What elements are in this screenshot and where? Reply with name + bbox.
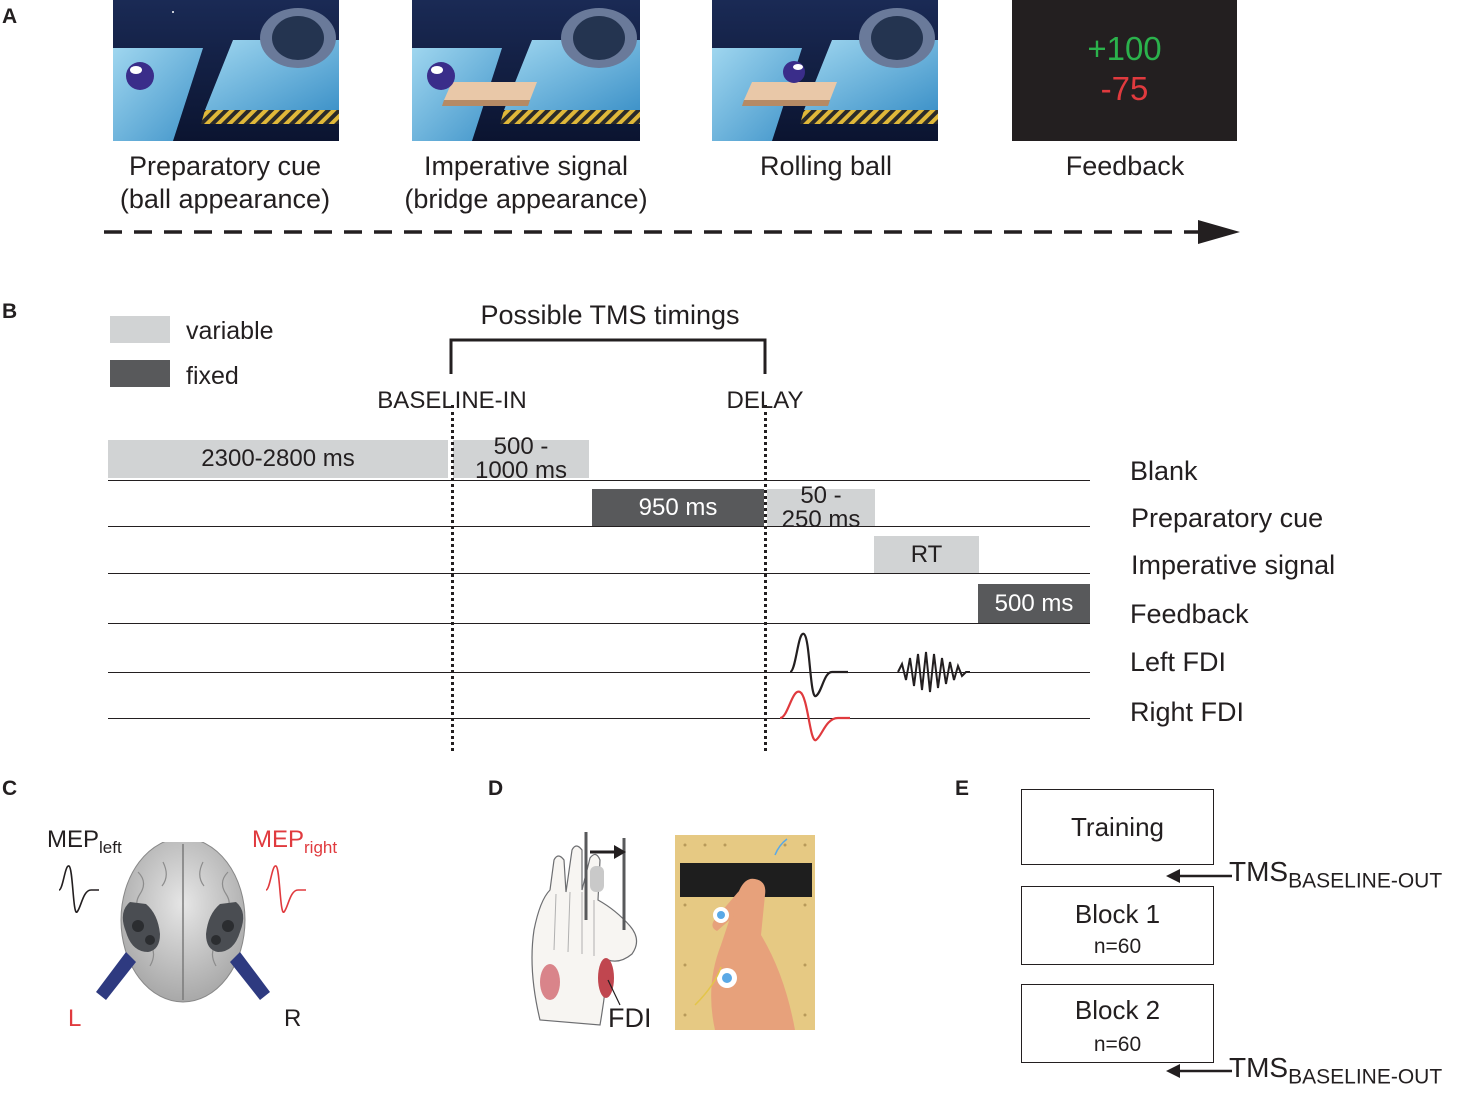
bar-text-line1: 500 - [493, 433, 549, 460]
panel-d-letter: D [488, 777, 504, 800]
block-1-n: n=60 [1093, 935, 1142, 958]
step-label-imperative-signal: Imperative signal (bridge appearance) [380, 150, 672, 216]
feedback-screen: +100 -75 [1012, 0, 1237, 141]
preparatory-cue-screen [113, 0, 339, 141]
tms-text: TMS [1229, 1052, 1289, 1083]
tms-subscript: BASELINE-OUT [1288, 869, 1443, 893]
step-label-line2: (bridge appearance) [404, 184, 648, 214]
row-line-preparatory [108, 526, 1090, 527]
row-label-preparatory-cue: Preparatory cue [1131, 503, 1324, 533]
block-2-n: n=60 [1093, 1033, 1142, 1056]
hemisphere-right-label: R [284, 1005, 302, 1032]
mep-right-text: MEP [252, 826, 305, 853]
row-line-left-fdi [108, 672, 1090, 673]
step-label-line2: (ball appearance) [119, 184, 331, 214]
bar-preparatory-fixed: 950 ms [592, 489, 764, 526]
delay-marker [764, 405, 767, 751]
block-1-box: Block 1 n=60 [1021, 886, 1214, 965]
hand-setup-photo [675, 835, 815, 1030]
step-label-line1: Imperative signal [423, 151, 629, 181]
row-label-feedback: Feedback [1130, 599, 1249, 629]
bar-text-line2: 1000 ms [474, 457, 568, 484]
block-2-box: Block 2 n=60 [1021, 984, 1214, 1063]
bar-blank-variable-2: 500 - 1000 ms [453, 435, 589, 483]
row-label-imperative-signal: Imperative signal [1131, 550, 1336, 580]
tms-arrow-2 [1166, 1064, 1232, 1078]
right-mep-trace [779, 690, 850, 742]
row-line-right-fdi [108, 718, 1090, 719]
mep-right-label: MEPright [252, 826, 337, 858]
panel-c-letter: C [2, 777, 18, 800]
emg-traces [779, 632, 970, 742]
imperative-signal-screen [412, 0, 640, 141]
legend-fixed-swatch [110, 360, 170, 387]
row-line-blank [108, 480, 1090, 481]
training-label: Training [1071, 812, 1164, 842]
mep-left-trace [58, 865, 99, 913]
bar-preparatory-variable: 50 - 250 ms [767, 483, 875, 531]
hemisphere-left-label: L [68, 1005, 82, 1032]
baseline-in-marker [451, 405, 454, 751]
brain-with-coils [96, 842, 270, 1003]
panel-a-letter: A [2, 5, 18, 28]
mep-right-subscript: right [304, 837, 338, 857]
feedback-negative-value: -75 [1100, 70, 1149, 107]
mep-left-text: MEP [47, 826, 100, 853]
tms-timings-bracket [449, 338, 767, 374]
tms-timings-title: Possible TMS timings [480, 300, 740, 330]
step-label-line1: Rolling ball [759, 151, 893, 181]
tms-arrow-1 [1166, 869, 1232, 883]
hand-illustration [531, 832, 638, 1026]
row-line-feedback [108, 623, 1090, 624]
step-label-rolling-ball: Rolling ball [720, 150, 932, 183]
step-label-feedback: Feedback [1025, 150, 1225, 183]
row-line-imperative [108, 573, 1090, 574]
row-label-right-fdi: Right FDI [1130, 697, 1245, 727]
step-label-line1: Preparatory cue [128, 151, 322, 181]
bar-feedback-fixed: 500 ms [978, 584, 1090, 623]
rolling-ball-screen [712, 0, 938, 141]
mep-left-subscript: left [99, 837, 122, 857]
step-label-preparatory-cue: Preparatory cue (ball appearance) [95, 150, 355, 216]
legend-variable-swatch [110, 316, 170, 343]
legend-fixed-label: fixed [186, 362, 239, 390]
left-mep-trace [788, 632, 848, 698]
step-label-line1: Feedback [1065, 151, 1185, 181]
panel-e-letter: E [955, 777, 970, 800]
row-label-left-fdi: Left FDI [1130, 647, 1227, 677]
feedback-positive-value: +100 [1087, 30, 1162, 67]
tms-baseline-out-label-2: TMSBASELINE-OUT [1229, 1052, 1442, 1090]
training-box: Training [1021, 789, 1214, 865]
row-label-blank: Blank [1130, 456, 1198, 486]
bar-text-line1: 50 - [800, 481, 842, 509]
left-emg-burst-trace [897, 651, 970, 693]
fdi-label: FDI [608, 1003, 652, 1033]
block-1-label: Block 1 [1074, 899, 1161, 929]
mep-right-trace [265, 865, 306, 913]
time-arrow [104, 220, 1240, 244]
legend-variable-label: variable [186, 317, 274, 345]
bar-blank-variable: 2300-2800 ms [108, 440, 448, 478]
bar-text-line2: 250 ms [781, 505, 861, 533]
panel-b-letter: B [2, 300, 18, 323]
tms-baseline-out-label-1: TMSBASELINE-OUT [1229, 856, 1442, 894]
mep-left-label: MEPleft [47, 826, 122, 858]
bar-imperative-rt: RT [874, 536, 979, 573]
tms-subscript: BASELINE-OUT [1288, 1065, 1443, 1089]
block-2-label: Block 2 [1074, 995, 1161, 1025]
tms-text: TMS [1229, 856, 1289, 887]
